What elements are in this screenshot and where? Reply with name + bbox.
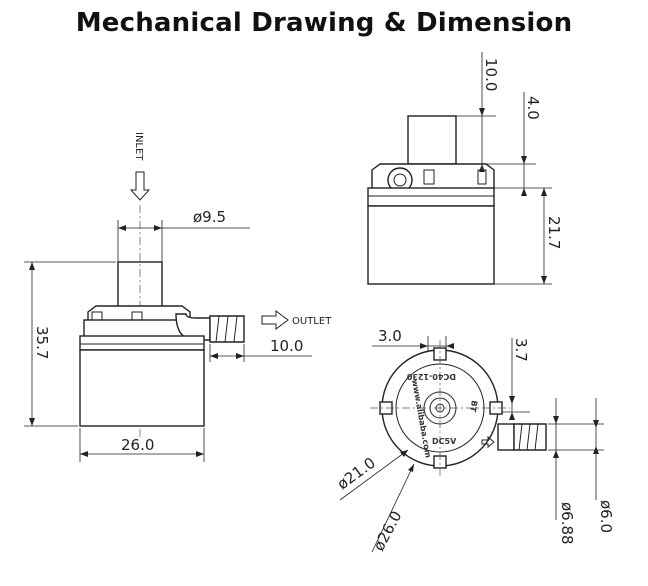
small-outlet-arrow-icon (481, 435, 495, 449)
body-21-7-dim: 21.7 (545, 216, 563, 249)
stamp-model: DC40-1230 (406, 372, 456, 381)
offset-3-0-dim: 3.0 (378, 327, 402, 345)
inlet-diameter-dim: ø9.5 (193, 208, 226, 226)
stamp-voltage: DC5V (432, 437, 457, 446)
d-6-0-dim: ø6.0 (597, 500, 615, 533)
side-view: 10.0 4.0 21.7 (367, 52, 563, 285)
inlet-label: INLET (133, 132, 144, 161)
top-view: 3.0 3.7 DC40-1230 BT DC5V www.alibaba.co… (334, 327, 615, 554)
outlet-arrow-icon (261, 310, 289, 330)
width-dim: 26.0 (121, 436, 154, 454)
offset-3-7-dim: 3.7 (512, 338, 530, 362)
front-view: INLET ø9.5 OUTLET (24, 132, 332, 462)
inlet-arrow-icon (129, 171, 151, 201)
top-10-dim: 10.0 (482, 58, 500, 91)
d-21-dim: ø21.0 (334, 454, 379, 494)
top-4-dim: 4.0 (524, 96, 542, 120)
d-6-88-dim: ø6.88 (558, 502, 576, 545)
stamp-brand: BT (468, 400, 479, 413)
outlet-length-dim: 10.0 (270, 337, 303, 355)
page-title: Mechanical Drawing & Dimension (75, 8, 573, 38)
outlet-label: OUTLET (292, 316, 332, 327)
d-26-dim: ø26.0 (370, 508, 406, 554)
height-dim: 35.7 (33, 326, 51, 359)
